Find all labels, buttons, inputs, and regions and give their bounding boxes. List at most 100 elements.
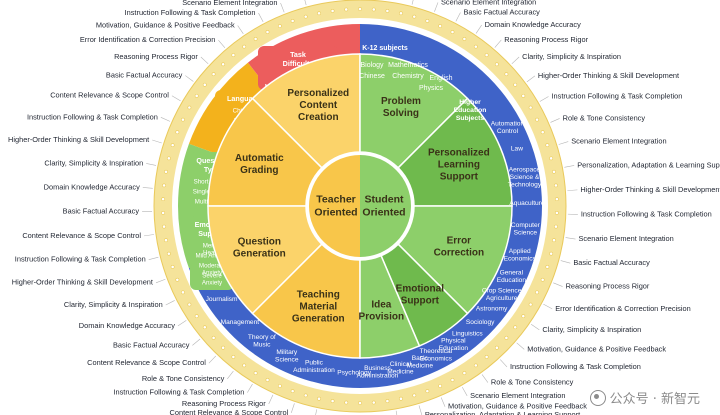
outer-ring-dot [535,117,539,122]
criteria-label: Domain Knowledge Accuracy [79,321,175,330]
student-segment-label-line: Idea [371,299,391,310]
outer-ring-dot [425,18,430,23]
criteria-leader [411,0,414,5]
higher-ed-subject-line: Control [497,128,519,135]
higher-ed-subject-line: Physical [441,337,466,344]
higher-ed-subject-line: Aerospace [509,166,541,173]
criteria-leader [144,234,155,237]
teacher-box-item: Anxiety [202,280,223,287]
criteria-label: Error Identification & Correction Precis… [555,304,691,313]
criteria-label: Domain Knowledge Accuracy [485,20,581,29]
criteria-leader [237,25,244,34]
outer-ring-dot [253,37,258,41]
k12-subject: Chinese [359,73,385,80]
outer-ring-dot [552,238,556,243]
teacher-box-title: Language [227,94,261,103]
outer-ring-dot [175,277,180,282]
outer-ring-dot [242,363,247,368]
outer-ring-dot [358,7,362,11]
student-segment-label-line: Personalized [428,148,490,159]
criteria-leader [142,187,153,189]
higher-ed-subject-line: Medicine [407,362,434,369]
student-segment-label-line: Problem [381,96,421,107]
outer-ring-dot [462,371,467,375]
criteria-leader [192,338,201,346]
teacher-box-item: Health [203,250,221,257]
higher-ed-subject-line: Applied [509,248,531,255]
higher-ed-subject-line: Science [275,357,299,364]
criteria-leader [152,139,162,144]
outer-ring-dot [521,314,526,319]
criteria-label: Basic Factual Accuracy [113,340,190,349]
outer-ring-dot [528,105,533,110]
criteria-label: Content Relevance & Scope Control [87,358,206,367]
outer-ring-dot [290,389,295,394]
outer-ring-dot [317,11,321,16]
outer-ring-dot [194,314,199,319]
higher-ed-subject-line: Theoretical [420,348,453,355]
criteria-label: Clarity, Simplicity & Inspiration [44,158,143,167]
outer-ring-dot [484,53,489,57]
criteria-leader [530,323,540,331]
higher-ed-title-line: Subjects [456,115,485,122]
outer-ring-dot [521,93,526,98]
criteria-leader [564,165,575,168]
criteria-label: Motivation, Guidance & Positive Feedback [527,344,666,353]
outer-ring-dot [221,345,226,350]
criteria-label: Instruction Following & Task Completion [113,388,244,397]
higher-ed-subject-line: Law [511,146,523,153]
criteria-label: Content Relevance & Scope Control [22,231,141,240]
outer-ring-dot [549,156,554,161]
higher-ed-subject-line: Business [364,365,391,372]
outer-ring-dot [552,169,556,174]
outer-ring-dot [164,238,168,243]
outer-ring-dot [450,30,455,34]
outer-ring-dot [303,393,308,398]
higher-ed-subject-line: Computer [511,222,541,229]
blue-ring-right [360,24,542,388]
teacher-segment-label-line: Teaching [297,289,340,300]
criteria-leader [434,2,439,12]
student-segment-label-line: Support [401,295,440,306]
teacher-box-item: Severe [202,273,222,280]
hub-student [360,155,411,257]
outer-ring-dot [504,72,509,77]
k12-subject: English [430,75,453,82]
outer-ring-dot [265,378,270,382]
outer-ring-dot [170,264,175,269]
criteria-label: Clarity, Simplicity & Inspiration [542,325,641,334]
hub-teacher-label-line: Teacher [316,193,356,205]
criteria-leader [185,75,194,82]
higher-ed-subject-line: Economics [420,355,453,362]
criteria-leader [268,394,274,405]
criteria-label: Reasoning Process Rigor [504,35,588,44]
outer-ring-dot [473,44,478,49]
watermark: 公众号 · 新智元 [589,388,700,407]
teacher-segment-label-line: Grading [240,165,278,176]
criteria-leader [511,56,520,65]
teacher-box-item: Anxiety [202,270,223,277]
criteria-label: Scenario Element Integration [578,234,673,243]
higher-ed-subject-line: Crop Science [482,287,522,294]
hub-student-label-line: Oriented [362,206,405,218]
outer-ring-dot [181,290,185,295]
k12-subject: Mathematics [388,62,428,69]
criteria-label: Scenario Element Integration [571,136,666,145]
criteria-label: Higher-Order Thinking & Skill Developmen… [538,71,679,80]
criteria-label: Content Relevance & Scope Control [170,408,289,415]
criteria-leader [315,409,318,415]
criteria-leader [208,355,217,364]
k12-subject: Biology [361,62,384,69]
higher-ed-title-line: Higher [459,99,481,106]
hub-teacher-label-line: Oriented [314,206,357,218]
criteria-leader [160,117,171,122]
outer-ring-dot [371,7,376,12]
criteria-leader [494,39,502,48]
outer-ring-dot [385,9,390,13]
criteria-label: Basic Factual Accuracy [463,7,540,16]
outer-ring-dot [344,400,349,405]
outer-ring-dot [554,197,559,202]
higher-ed-subject-line: Linguistics [452,331,483,338]
student-segment-label-line: Emotional [396,283,445,294]
